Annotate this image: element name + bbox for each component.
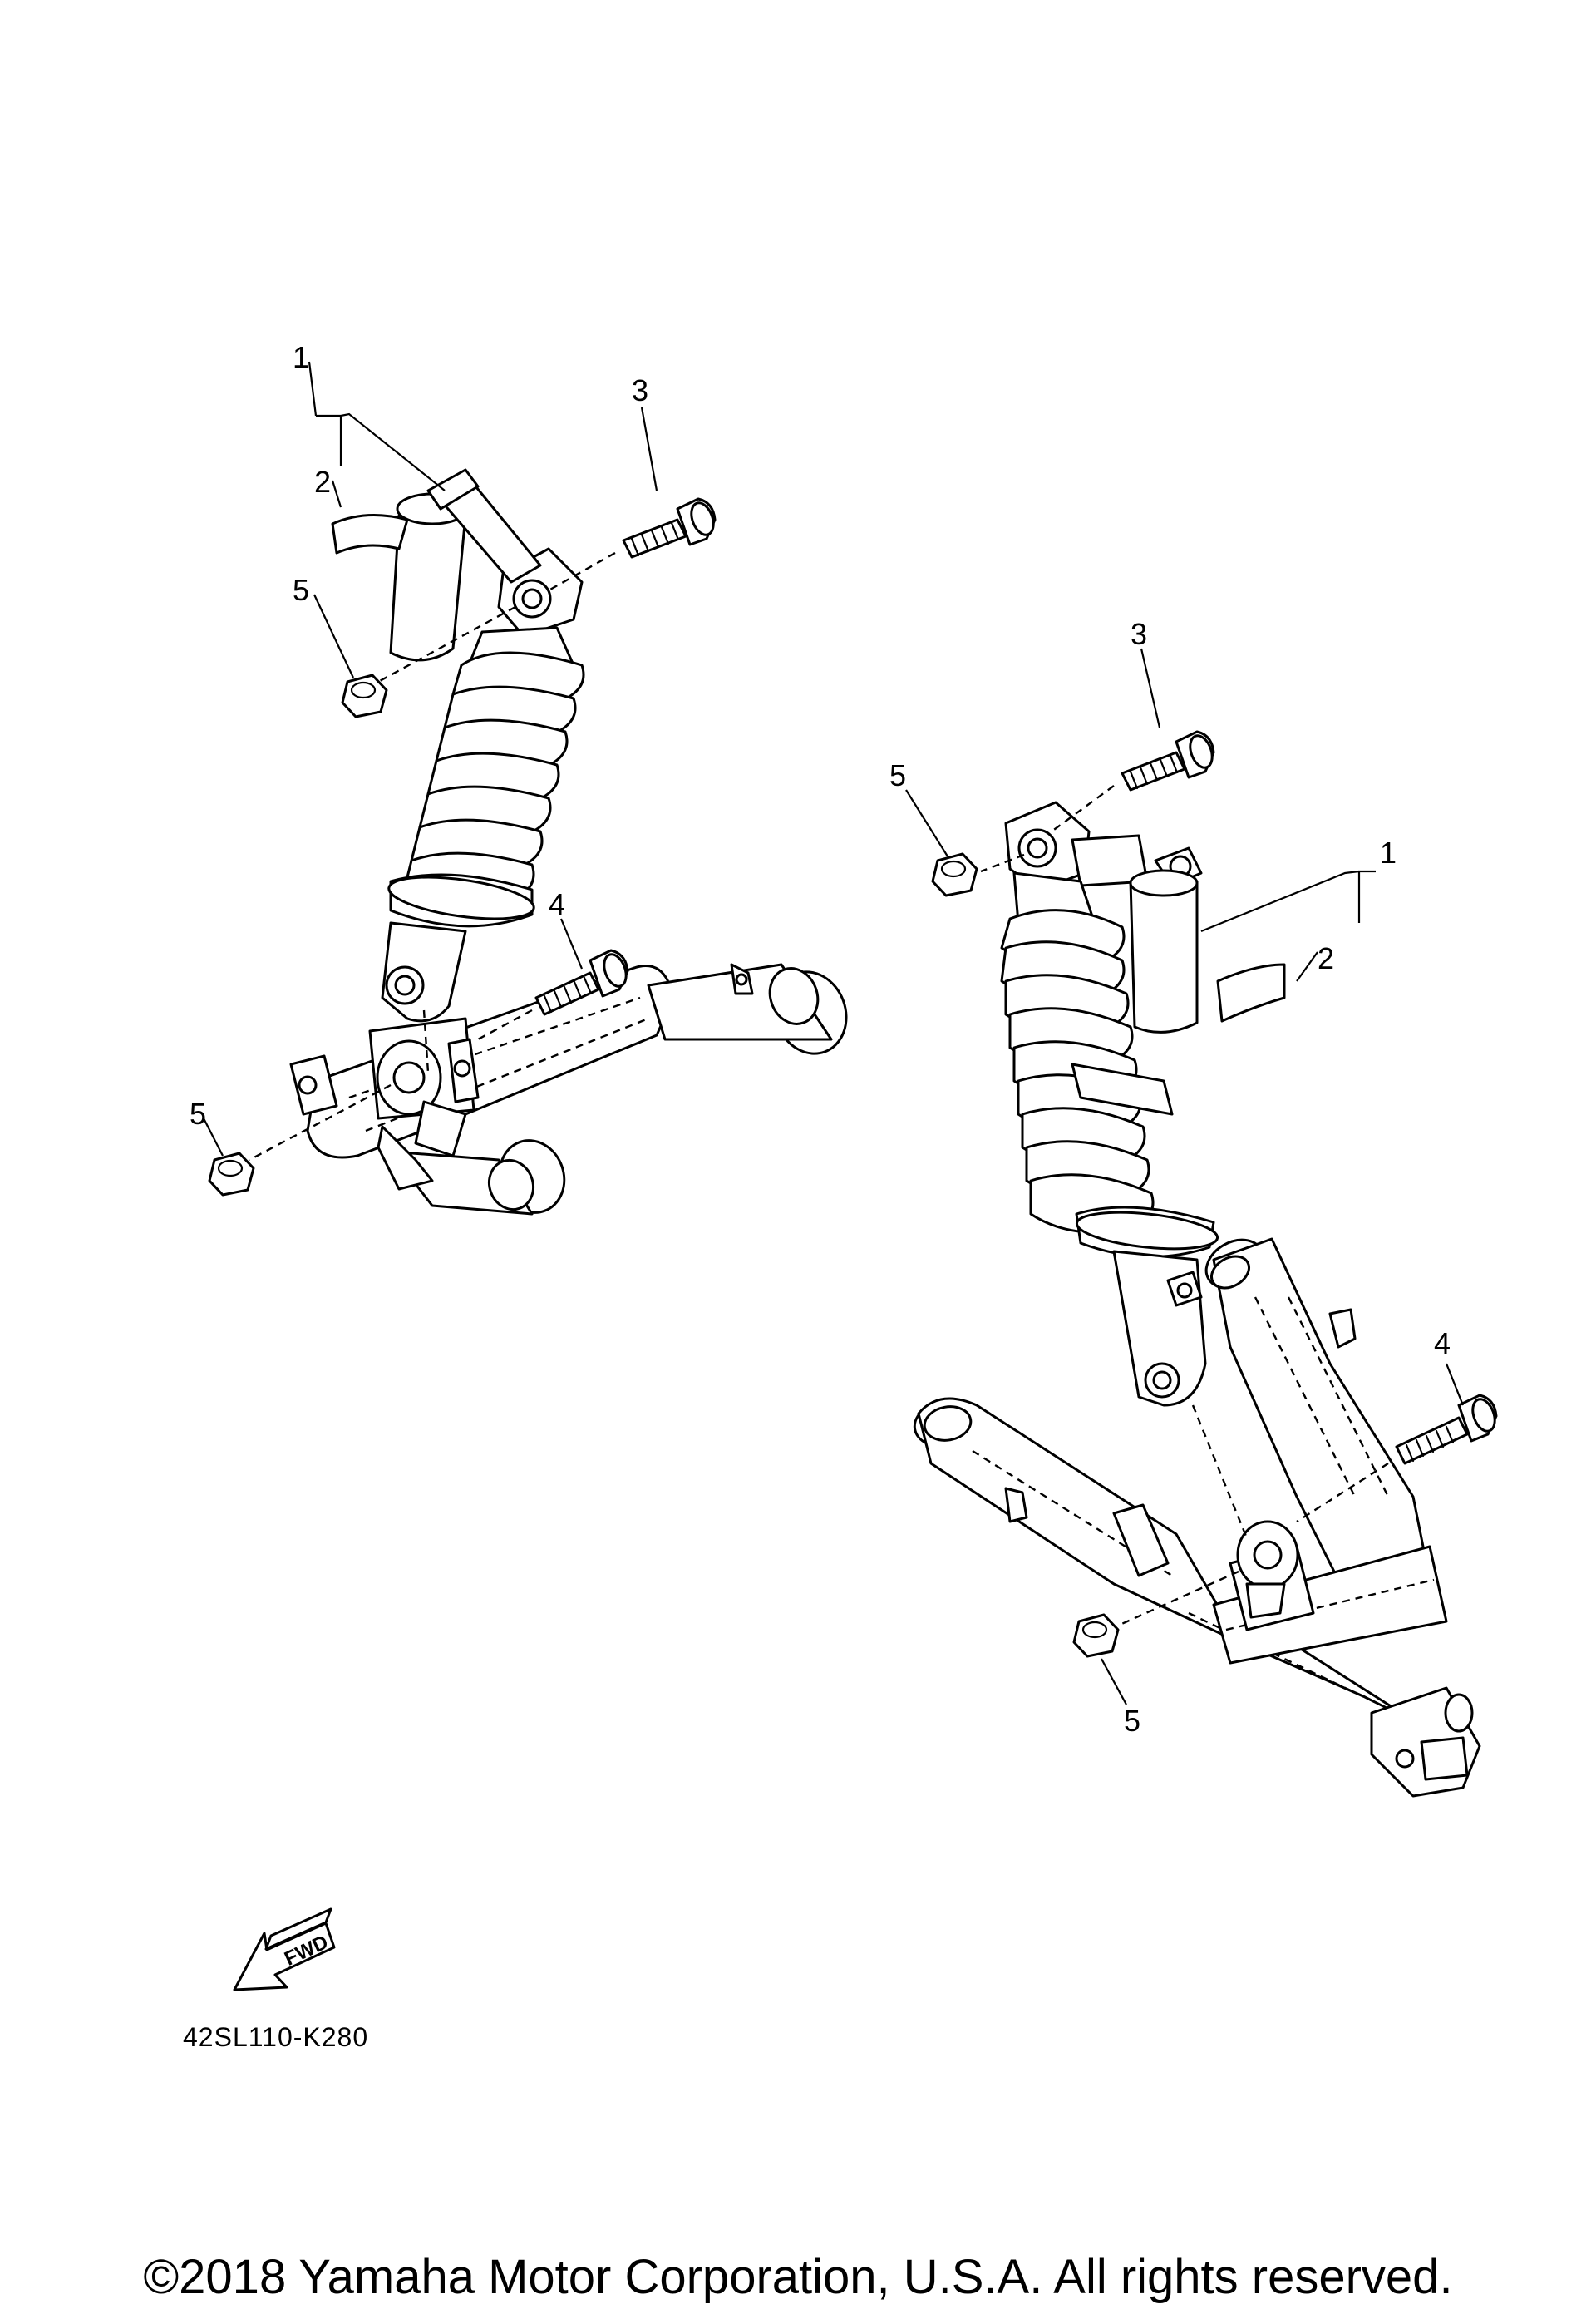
right-swing-arm [913,1237,1481,1798]
right-callout-band: 2 [1318,941,1334,975]
right-callout-lower-nut: 5 [1124,1704,1140,1738]
left-callout-band: 2 [314,465,331,499]
left-callout-lower-bolt: 4 [549,887,565,921]
right-callout-lower-bolt: 4 [1434,1326,1451,1360]
right-callout-shock: 1 [1380,836,1396,870]
diagram-code: 42SL110-K280 [183,2022,369,2052]
fwd-arrow-icon: FWD [233,1907,336,1991]
left-callout-upper-nut: 5 [293,573,309,607]
left-spring-coils [401,651,585,909]
left-lower-bolt [534,949,629,1016]
right-upper-bolt [1121,730,1215,792]
left-callout-lower-nut: 5 [190,1097,206,1131]
right-callout-upper-bolt: 3 [1130,617,1147,651]
left-upper-bolt [622,497,717,559]
left-swing-arm [289,963,848,1216]
right-shock-assembly: 3 5 1 2 4 5 [889,617,1498,1798]
right-callout-upper-nut: 5 [889,758,906,792]
right-lower-bolt [1395,1394,1498,1465]
left-rear-shock-absorber [381,468,585,1073]
right-shock-band [1216,963,1286,1023]
left-upper-nut [341,674,388,718]
right-upper-nut [931,852,978,897]
left-callout-shock: 1 [293,340,309,374]
right-lower-nut [1072,1613,1120,1658]
left-lower-nut [208,1152,255,1197]
copyright-notice: ©2018 Yamaha Motor Corporation, U.S.A. A… [143,2250,1453,2304]
left-shock-assembly: 1 2 3 5 4 5 [190,340,848,1216]
left-callout-upper-bolt: 3 [632,373,648,407]
right-rear-shock-absorber [1000,801,1249,1539]
left-shock-band [331,514,409,555]
